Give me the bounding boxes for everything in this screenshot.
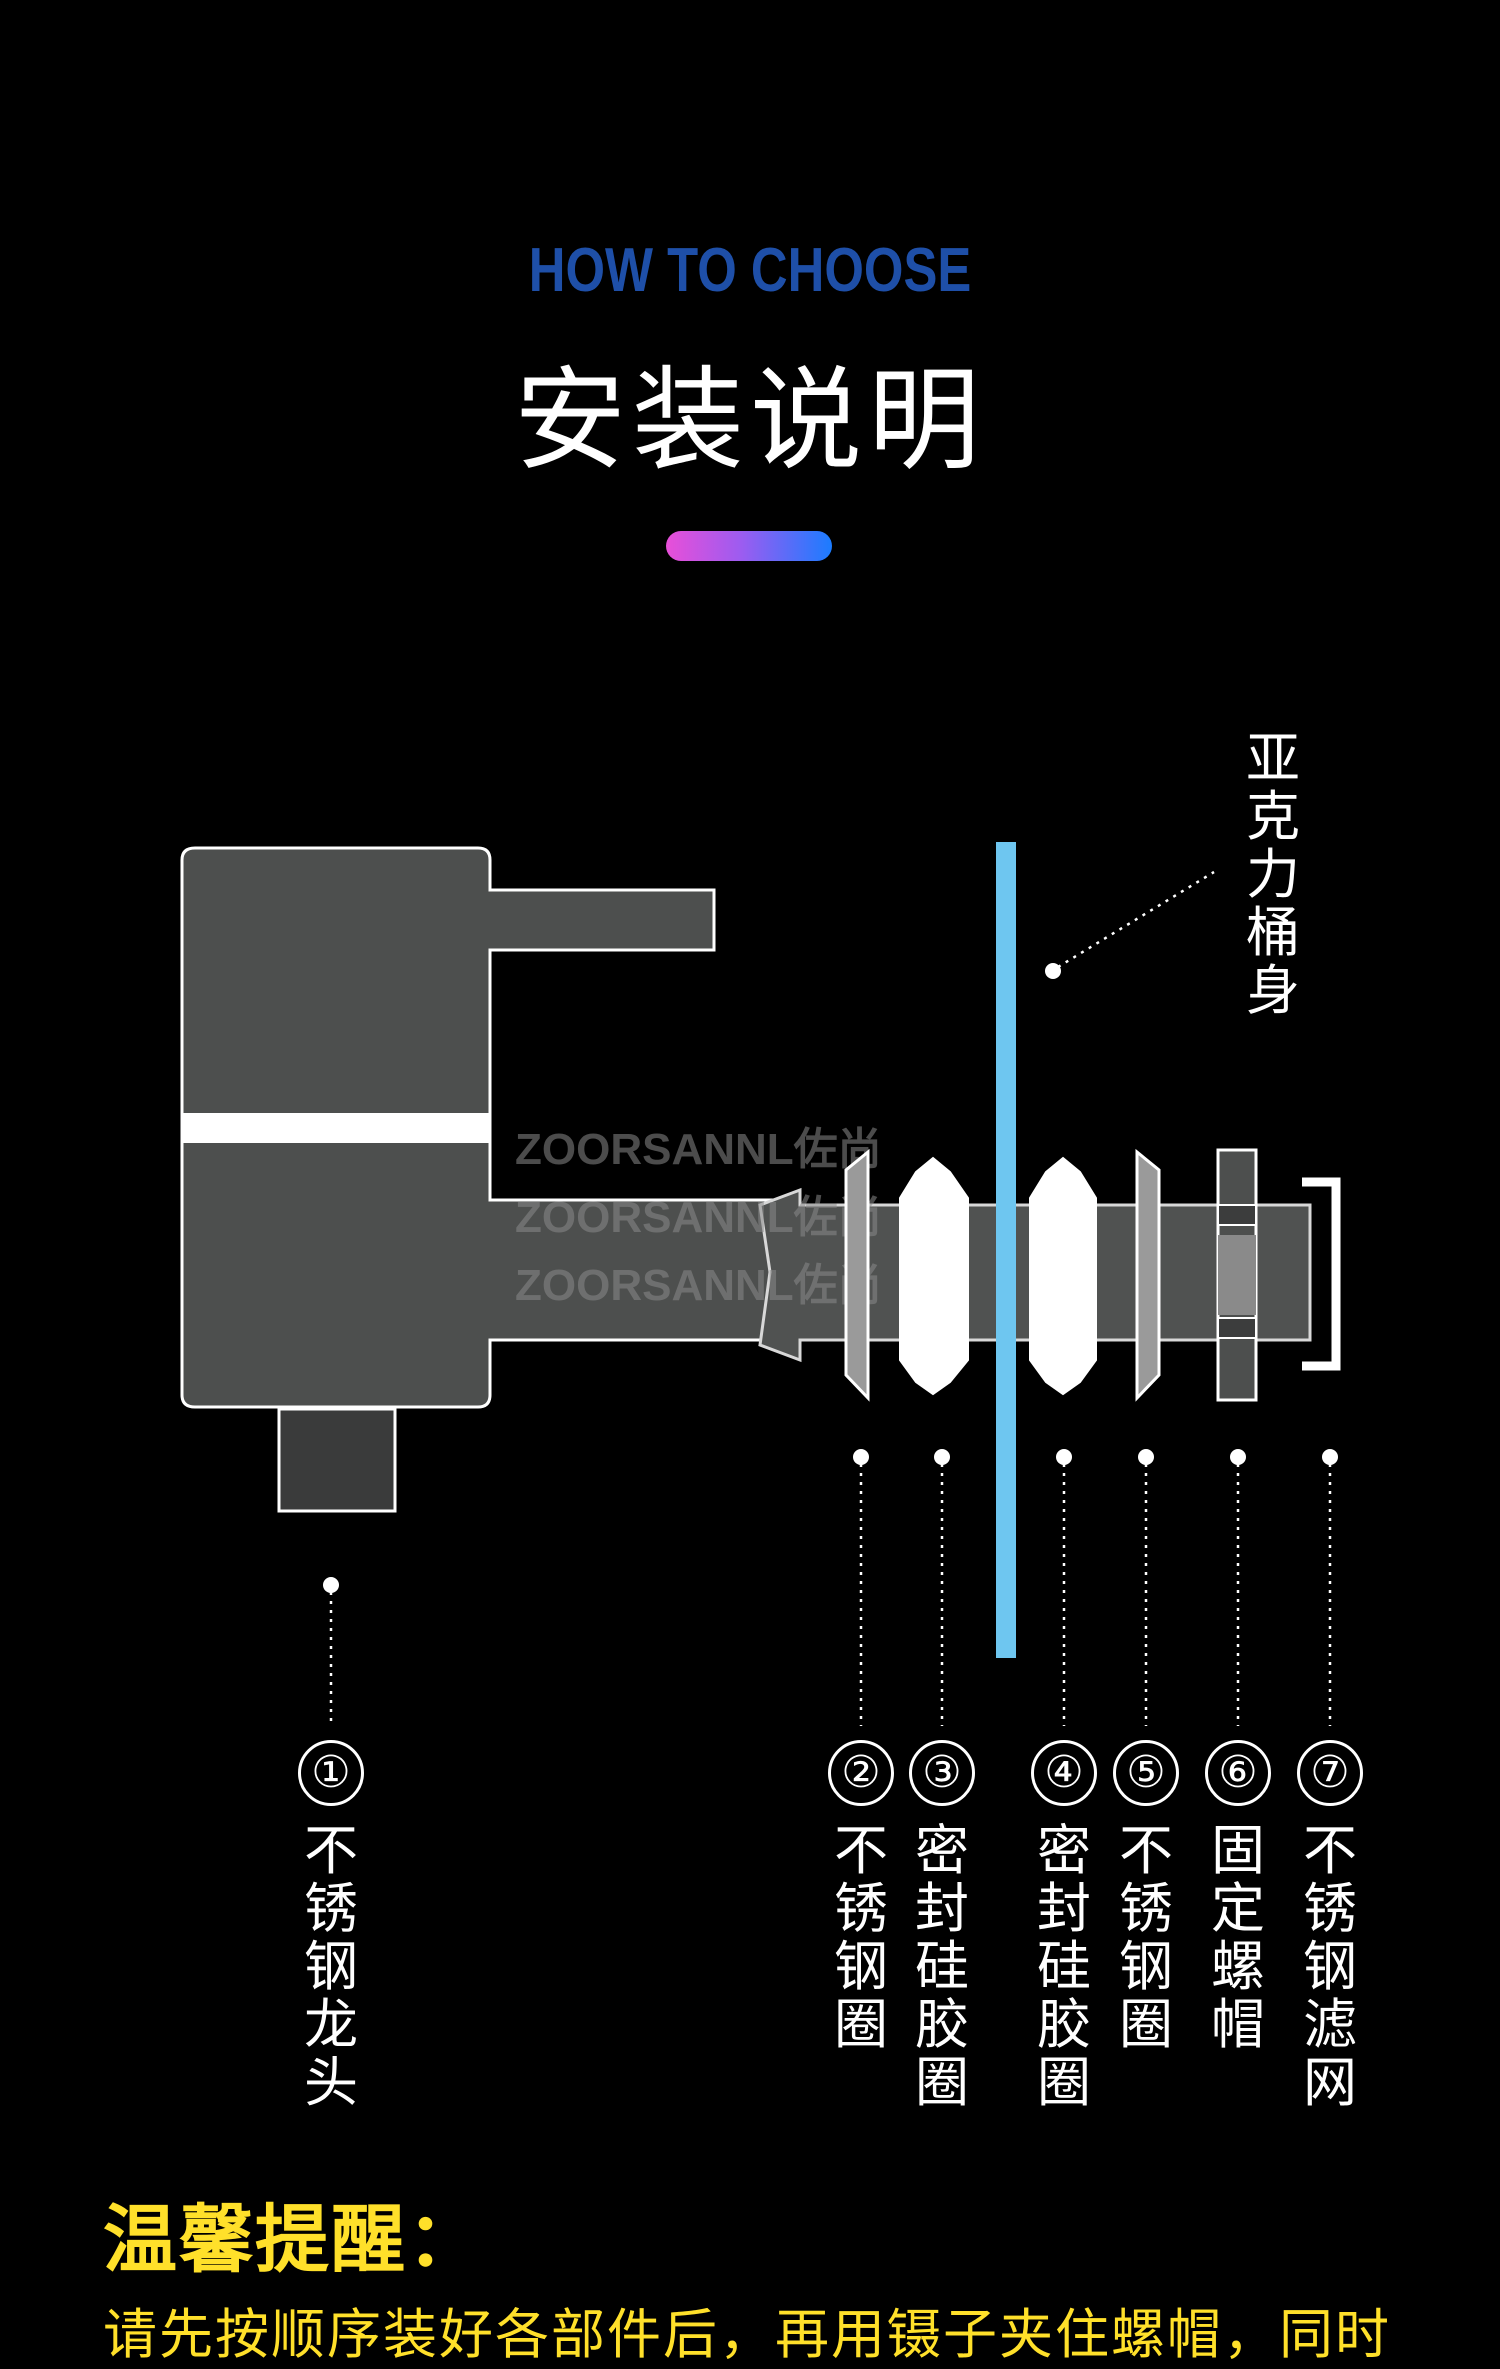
section-subtitle: HOW TO CHOOSE bbox=[528, 236, 972, 305]
acrylic-barrel-wall bbox=[996, 842, 1016, 1658]
part-label-2: 不锈钢圈 bbox=[834, 1819, 888, 2056]
part-number-2: ② bbox=[828, 1740, 894, 1806]
part-label-6: 固定螺帽 bbox=[1211, 1819, 1265, 2056]
part-number-3: ③ bbox=[909, 1740, 975, 1806]
part-number-4: ④ bbox=[1031, 1740, 1097, 1806]
part-leader-lines bbox=[323, 1449, 1338, 1726]
part-silicone-seal-right bbox=[1029, 1156, 1097, 1396]
part-filter-screen bbox=[1302, 1177, 1341, 1371]
part-stainless-ring-left bbox=[844, 1148, 870, 1402]
part-label-7: 不锈钢滤网 bbox=[1303, 1819, 1357, 2114]
part-label-3: 密封硅胶圈 bbox=[915, 1819, 969, 2114]
part-number-6: ⑥ bbox=[1205, 1740, 1271, 1806]
section-title: 安装说明 bbox=[514, 356, 986, 486]
part-fixing-nut bbox=[1216, 1148, 1258, 1402]
watermark-text-3: ZOORSANNL佐尚 bbox=[515, 1261, 882, 1310]
tip-text: 请先按顺序装好各部件后，再用镊子夹住螺帽，同时 bbox=[103, 2303, 1391, 2366]
label-acrylic-barrel: 亚克力桶身 bbox=[1246, 727, 1300, 1022]
watermark-text-1: ZOORSANNL佐尚 bbox=[515, 1125, 882, 1174]
part-label-4: 密封硅胶圈 bbox=[1037, 1819, 1091, 2114]
part-label-5: 不锈钢圈 bbox=[1119, 1819, 1173, 2056]
watermark-text-2: ZOORSANNL佐尚 bbox=[515, 1193, 882, 1242]
watermark: ZOORSANNL佐尚 ZOORSANNL佐尚 ZOORSANNL佐尚 bbox=[515, 1125, 882, 1310]
faucet-body bbox=[180, 846, 787, 1513]
tip-title: 温馨提醒： bbox=[103, 2197, 483, 2283]
part-number-5: ⑤ bbox=[1113, 1740, 1179, 1806]
part-stainless-ring-right bbox=[1135, 1148, 1161, 1402]
part-silicone-seal-left bbox=[899, 1156, 969, 1396]
part-label-1: 不锈钢龙头 bbox=[304, 1819, 358, 2114]
part-number-7: ⑦ bbox=[1297, 1740, 1363, 1806]
gradient-accent-bar bbox=[666, 531, 832, 561]
part-number-1: ① bbox=[298, 1740, 364, 1806]
